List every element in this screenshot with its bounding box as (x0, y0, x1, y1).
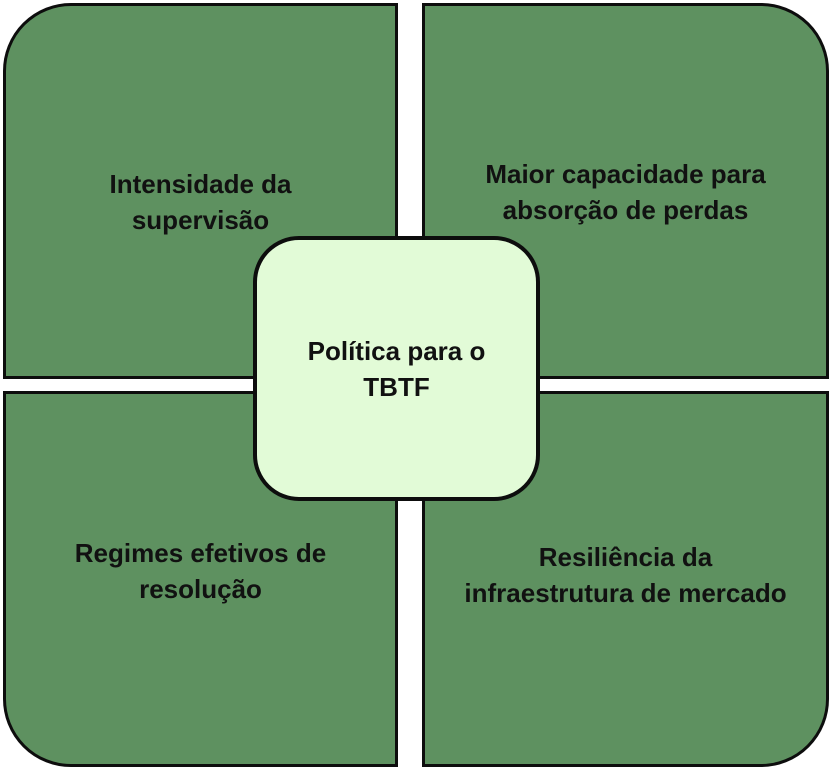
center-label: Política para o TBTF (307, 335, 486, 402)
quadrant-top-right-label: Maior capacidade para absorção de perdas (485, 159, 766, 225)
quadrant-top-left-label: Intensidade da supervisão (109, 169, 292, 235)
quadrant-bottom-right-label: Resiliência da infraestrutura de mercado (464, 542, 787, 608)
quadrant-bottom-left-label: Regimes efetivos de resolução (74, 538, 327, 604)
center-box: Política para o TBTF (253, 236, 540, 501)
quadrant-top-left: Intensidade da supervisão (3, 3, 398, 379)
quadrant-top-right: Maior capacidade para absorção de perdas (422, 3, 829, 379)
